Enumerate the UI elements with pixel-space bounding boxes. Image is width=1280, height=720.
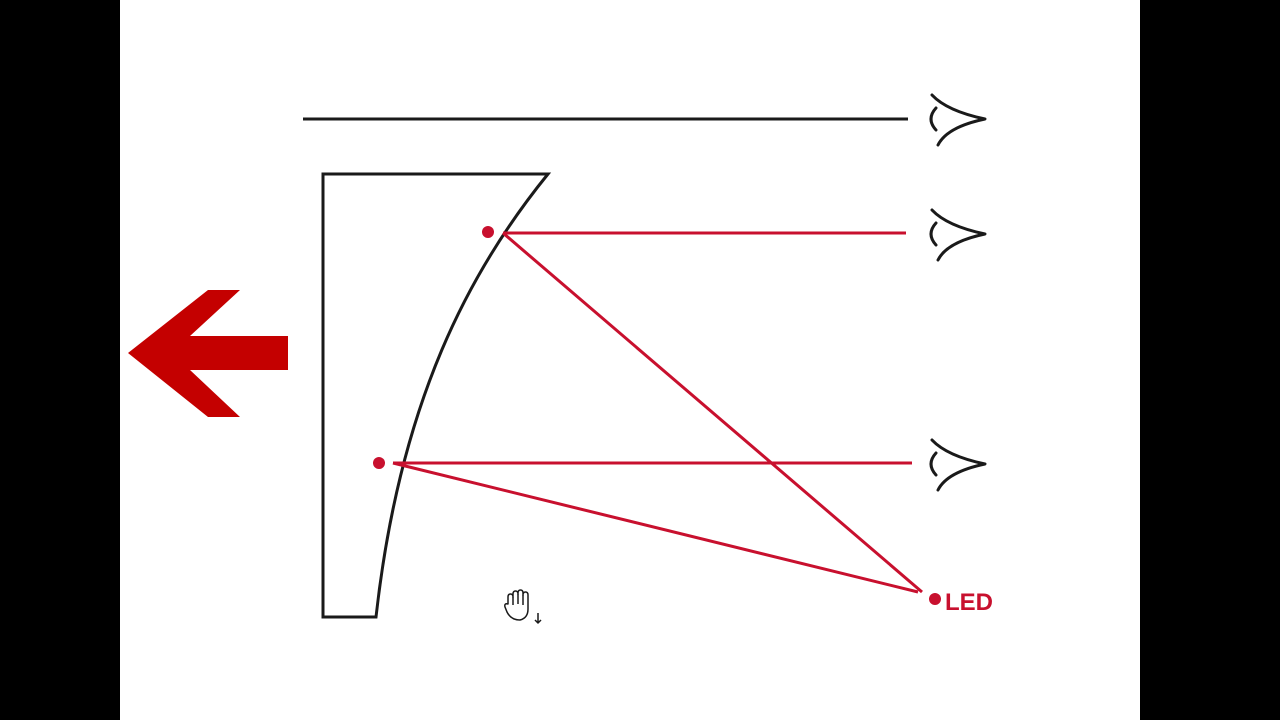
hand-grab-icon [504, 589, 542, 624]
reflection-point-lower [373, 457, 385, 469]
letterbox-left [0, 0, 120, 720]
eye-icon [929, 438, 987, 492]
led-label: LED [945, 589, 993, 616]
curved-reflector [321, 172, 552, 619]
arrow-left-icon [128, 290, 288, 417]
ray-lower-in [392, 461, 919, 594]
diagram-canvas: LED [120, 0, 1140, 720]
optics-diagram: LED [128, 93, 993, 624]
eye-icon [929, 93, 987, 147]
ray-upper-in [502, 231, 923, 594]
eye-icon [929, 208, 987, 262]
led-source-dot [929, 593, 941, 605]
reflection-point-upper [482, 226, 494, 238]
letterbox-right [1140, 0, 1280, 720]
light-rays [392, 231, 923, 594]
